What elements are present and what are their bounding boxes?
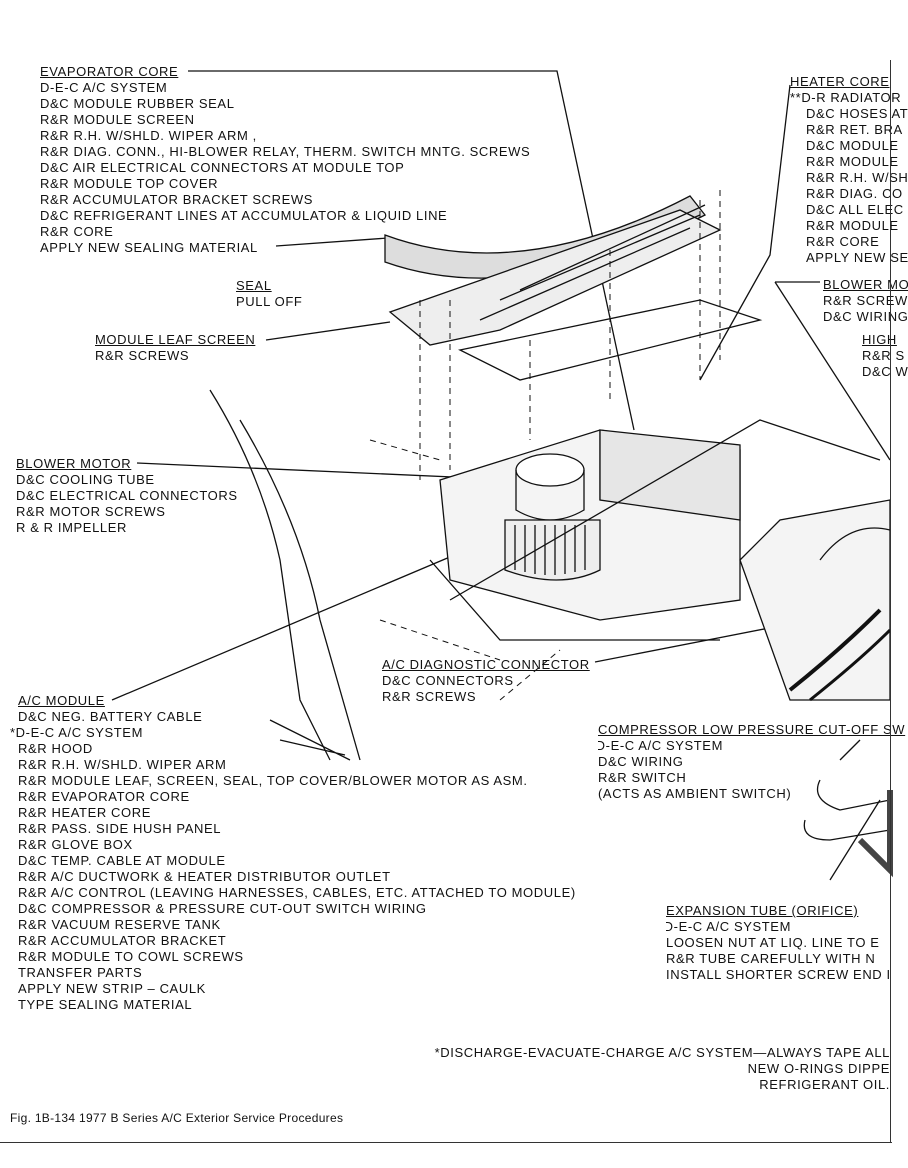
evaporator-core-callout: EVAPORATOR CORE D-E-C A/C SYSTEM D&C MOD… [40, 64, 530, 256]
heater-core-heading: HEATER CORE [790, 74, 890, 89]
module-line: R&R HOOD [18, 741, 93, 756]
evaporator-line: D-E-C A/C SYSTEM [40, 80, 168, 95]
compressor-line: D&C WIRING [598, 754, 684, 769]
blower-motor-right-callout: BLOWER MO R&R SCREW D&C WIRING [823, 277, 908, 325]
blower-line: R & R IMPELLER [16, 520, 127, 535]
module-line: R&R MODULE TO COWL SCREWS [18, 949, 244, 964]
module-line: R&R A/C CONTROL (LEAVING HARNESSES, CABL… [18, 885, 576, 900]
heater-line: R&R MODULE [806, 218, 899, 233]
right-rule [890, 60, 891, 1142]
evaporator-line: D&C AIR ELECTRICAL CONNECTORS AT MODULE … [40, 160, 405, 175]
module-line: R&R HEATER CORE [18, 805, 151, 820]
footnote: *DISCHARGE-EVACUATE-CHARGE A/C SYSTEM—AL… [435, 1045, 890, 1093]
expansion-tube-callout: EXPANSION TUBE (ORIFICE) *D-E-C A/C SYST… [666, 903, 892, 983]
diagnostic-connector-callout: A/C DIAGNOSTIC CONNECTOR D&C CONNECTORS … [382, 657, 590, 705]
evaporator-core-heading: EVAPORATOR CORE [40, 64, 179, 79]
module-line: R&R ACCUMULATOR BRACKET [18, 933, 227, 948]
evaporator-line: R&R MODULE TOP COVER [40, 176, 219, 191]
leader-evaporator [188, 70, 635, 431]
module-line: D&C NEG. BATTERY CABLE [18, 709, 203, 724]
compressor-line: (ACTS AS AMBIENT SWITCH) [598, 786, 792, 801]
compressor-switch-callout: COMPRESSOR LOW PRESSURE CUT-OFF SW *D-E-… [598, 722, 908, 802]
heater-line: R&R R.H. W/SH [806, 170, 908, 185]
bottom-rule [0, 1142, 892, 1143]
heater-line: R&R RET. BRA [806, 122, 903, 137]
evaporator-line: R&R MODULE SCREEN [40, 112, 195, 127]
module-line: D&C COMPRESSOR & PRESSURE CUT-OUT SWITCH… [18, 901, 427, 916]
evaporator-line: D&C REFRIGERANT LINES AT ACCUMULATOR & L… [40, 208, 448, 223]
expansion-tube-heading: EXPANSION TUBE (ORIFICE) [666, 903, 859, 918]
module-line: R&R PASS. SIDE HUSH PANEL [18, 821, 222, 836]
compressor-switch-heading: COMPRESSOR LOW PRESSURE CUT-OFF SW [598, 722, 906, 737]
blower-motor-callout: BLOWER MOTOR D&C COOLING TUBE D&C ELECTR… [16, 456, 238, 536]
heater-line: D&C HOSES AT [806, 106, 908, 121]
evaporator-line: R&R CORE [40, 224, 114, 239]
blower-right-line: D&C WIRING [823, 309, 908, 324]
evaporator-line: R&R R.H. W/SHLD. WIPER ARM , [40, 128, 257, 143]
expansion-line: *D-E-C A/C SYSTEM [666, 919, 791, 934]
blower-motor-heading: BLOWER MOTOR [16, 456, 132, 471]
compressor-line: *D-E-C A/C SYSTEM [598, 738, 723, 753]
heater-line: R&R DIAG. CO [806, 186, 903, 201]
heater-line: D&C MODULE [806, 138, 899, 153]
high-heading: HIGH [862, 332, 897, 347]
module-line: R&R R.H. W/SHLD. WIPER ARM [18, 757, 227, 772]
diag-line: D&C CONNECTORS [382, 673, 514, 688]
high-line: D&C W [862, 364, 908, 379]
module-line: R&R A/C DUCTWORK & HEATER DISTRIBUTOR OU… [18, 869, 391, 884]
expansion-line: LOOSEN NUT AT LIQ. LINE TO E [666, 935, 880, 950]
diagnostic-connector-heading: A/C DIAGNOSTIC CONNECTOR [382, 657, 590, 672]
module-line: R&R VACUUM RESERVE TANK [18, 917, 221, 932]
heater-line: R&R CORE [806, 234, 880, 249]
module-line: R&R GLOVE BOX [18, 837, 133, 852]
footnote-line: *DISCHARGE-EVACUATE-CHARGE A/C SYSTEM—AL… [434, 1045, 890, 1060]
module-leaf-screen-callout: MODULE LEAF SCREEN R&R SCREWS [95, 332, 255, 364]
figure-caption: Fig. 1B-134 1977 B Series A/C Exterior S… [10, 1111, 344, 1125]
seal-callout: SEAL PULL OFF [236, 278, 302, 310]
module-line: R&R EVAPORATOR CORE [18, 789, 190, 804]
footnote-line: REFRIGERANT OIL. [759, 1077, 890, 1092]
evaporator-line: R&R ACCUMULATOR BRACKET SCREWS [40, 192, 313, 207]
module-line: APPLY NEW STRIP – CAULK [18, 981, 206, 996]
leaf-line: R&R SCREWS [95, 348, 190, 363]
ac-module-callout: A/C MODULE D&C NEG. BATTERY CABLE *D-E-C… [10, 693, 576, 1013]
module-leaf-screen-heading: MODULE LEAF SCREEN [95, 332, 256, 347]
ac-module-heading: A/C MODULE [18, 693, 105, 708]
blower-line: D&C ELECTRICAL CONNECTORS [16, 488, 238, 503]
diag-line: R&R SCREWS [382, 689, 477, 704]
heater-line: **D-R RADIATOR [790, 90, 902, 105]
high-line: R&R S [862, 348, 905, 363]
footnote-line: NEW O-RINGS DIPPE [747, 1061, 890, 1076]
module-line: D&C TEMP. CABLE AT MODULE [18, 853, 226, 868]
compressor-line: R&R SWITCH [598, 770, 687, 785]
module-line: R&R MODULE LEAF, SCREEN, SEAL, TOP COVER… [18, 773, 528, 788]
evaporator-line: R&R DIAG. CONN., HI-BLOWER RELAY, THERM.… [40, 144, 531, 159]
heater-line: R&R MODULE [806, 154, 899, 169]
evaporator-line: APPLY NEW SEALING MATERIAL [40, 240, 258, 255]
blower-right-line: R&R SCREW [823, 293, 908, 308]
high-callout: HIGH R&R S D&C W [862, 332, 908, 380]
heater-line: D&C ALL ELEC [806, 202, 904, 217]
module-line: *D-E-C A/C SYSTEM [10, 725, 143, 740]
blower-right-heading: BLOWER MO [823, 277, 908, 292]
heater-line: APPLY NEW SE [806, 250, 908, 265]
evaporator-line: D&C MODULE RUBBER SEAL [40, 96, 235, 111]
heater-core-callout: HEATER CORE **D-R RADIATOR D&C HOSES AT … [790, 74, 908, 266]
module-line: TYPE SEALING MATERIAL [18, 997, 193, 1012]
blower-line: R&R MOTOR SCREWS [16, 504, 166, 519]
module-line: TRANSFER PARTS [18, 965, 143, 980]
expansion-line: R&R TUBE CAREFULLY WITH N [666, 951, 876, 966]
blower-line: D&C COOLING TUBE [16, 472, 155, 487]
seal-line: PULL OFF [236, 294, 303, 309]
seal-heading: SEAL [236, 278, 272, 293]
expansion-line: INSTALL SHORTER SCREW END I [666, 967, 891, 982]
